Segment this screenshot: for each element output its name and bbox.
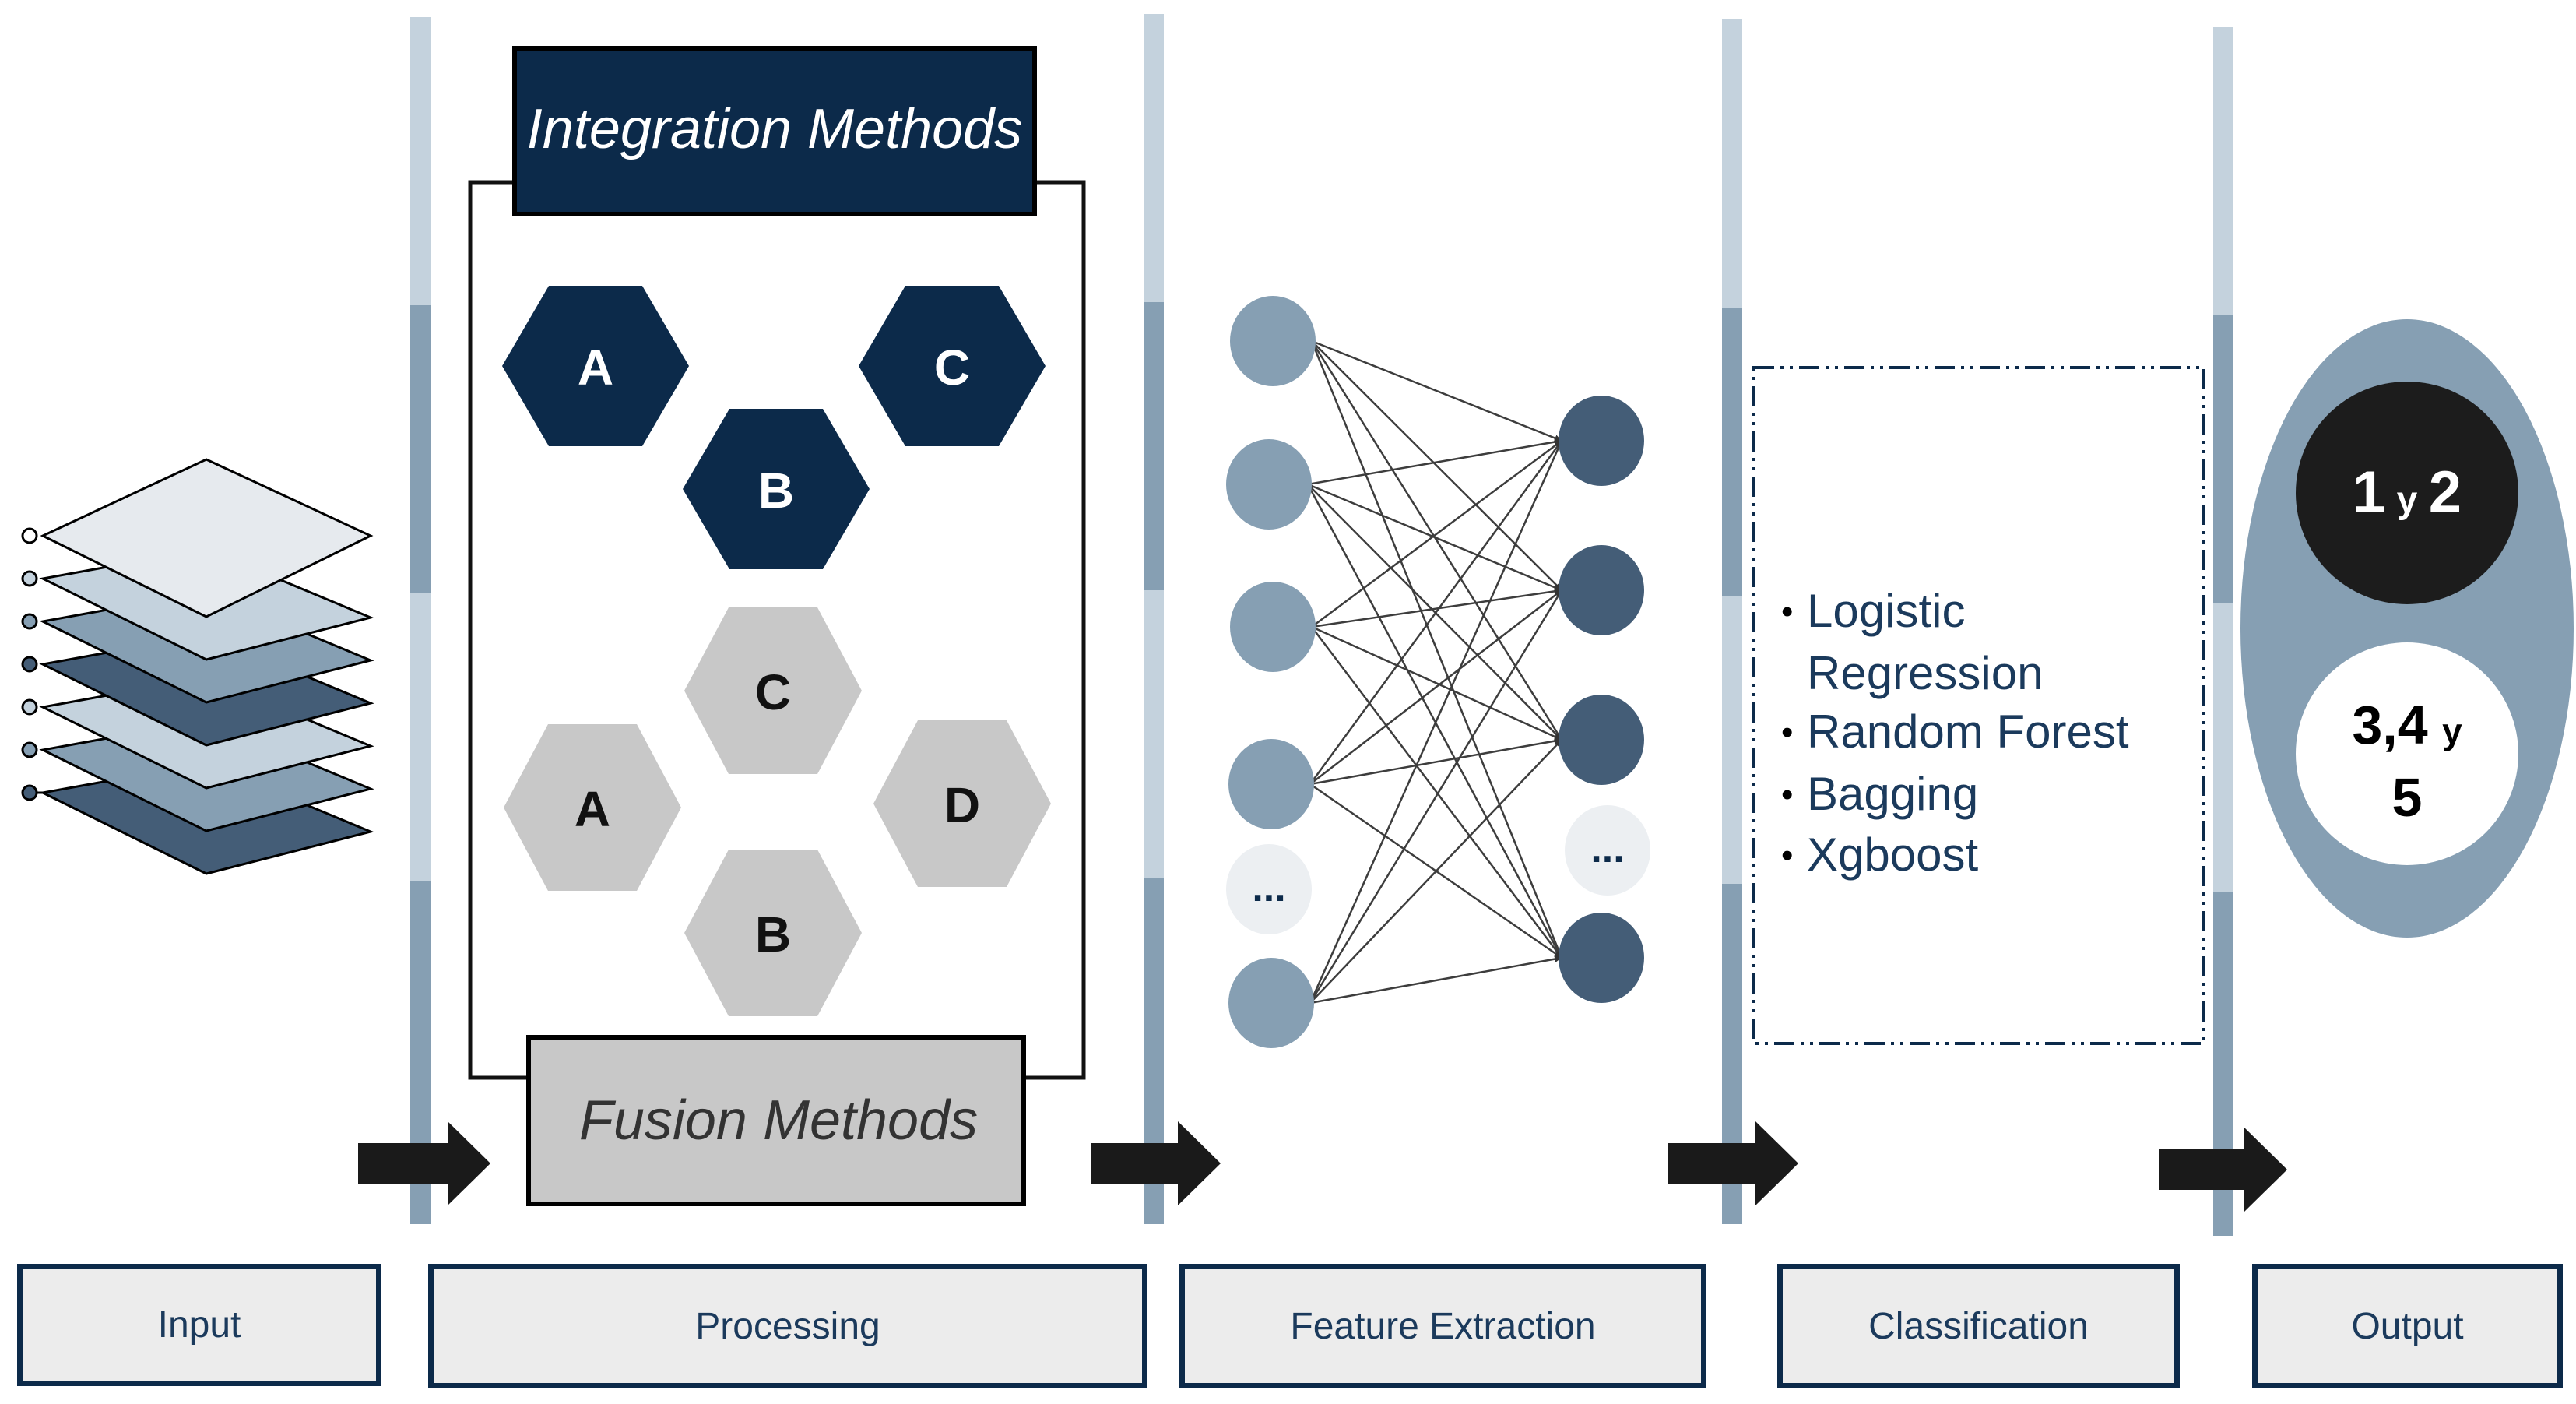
classifier-item: Xgboost <box>1807 829 1978 881</box>
stage-classification: Classification <box>1777 1264 2180 1388</box>
stage-processing-label: Processing <box>695 1305 880 1347</box>
stage-feature-extraction-label: Feature Extraction <box>1290 1305 1596 1347</box>
arrow-right-icon <box>358 1121 490 1205</box>
data-layer <box>21 458 374 618</box>
stage-input-label: Input <box>157 1304 241 1346</box>
fusion-hex-d: D <box>873 720 1051 887</box>
separator-bar-3 <box>1722 19 1742 1224</box>
stage-processing: Processing <box>428 1264 1147 1388</box>
hidden-node-ellipsis <box>1565 805 1650 896</box>
hidden-node <box>1559 396 1644 486</box>
output-group: 1 y 2 3,4 y 5 <box>2240 319 2574 938</box>
classification-box <box>1752 366 2205 1045</box>
output-class-bottom <box>2296 642 2518 865</box>
fusion-hex-b: B <box>684 850 862 1016</box>
separator-bar-2 <box>1144 14 1164 1224</box>
svg-text:C: C <box>934 340 970 396</box>
fusion-hex-c: C <box>684 607 862 774</box>
stage-classification-label: Classification <box>1868 1305 2089 1347</box>
arrow-right-icon <box>1091 1121 1221 1205</box>
svg-text:B: B <box>755 906 791 962</box>
input-data-layers <box>21 458 374 875</box>
stage-feature-extraction: Feature Extraction <box>1179 1264 1706 1388</box>
svg-text:...: ... <box>1590 826 1624 871</box>
hidden-node <box>1559 545 1644 635</box>
network-connections <box>1306 340 1563 1005</box>
hidden-nodes: ... <box>1559 396 1650 1003</box>
input-node <box>1228 958 1314 1048</box>
svg-text:A: A <box>578 340 613 396</box>
integration-methods-title: Integration Methods <box>527 98 1022 160</box>
fusion-methods-header: Fusion Methods <box>526 1035 1026 1206</box>
output-class-top-label: 1 y 2 <box>2353 459 2462 526</box>
separator-bar-4 <box>2213 27 2233 1236</box>
classifier-bullet: • <box>1781 836 1793 874</box>
input-node <box>1230 582 1316 672</box>
output-class-top <box>2296 382 2518 604</box>
classifier-bullet: • <box>1781 593 1793 631</box>
classifier-bullet: • <box>1781 713 1793 751</box>
classifier-item: Random Forest <box>1807 706 2129 758</box>
svg-text:A: A <box>575 781 610 837</box>
input-node-ellipsis <box>1226 844 1312 934</box>
fusion-hex-a: A <box>504 724 681 891</box>
input-node <box>1230 296 1316 386</box>
input-node <box>1228 739 1314 829</box>
svg-text:B: B <box>758 463 794 519</box>
integration-hex-c: C <box>859 286 1046 446</box>
stage-output: Output <box>2252 1264 2563 1388</box>
classifier-item: Logistic <box>1807 585 1965 637</box>
stage-input: Input <box>17 1264 381 1386</box>
stage-output-label: Output <box>2351 1305 2464 1347</box>
classifier-item-continuation: Regression <box>1807 647 2044 699</box>
separator-bar-1 <box>410 17 431 1224</box>
output-class-bottom-label-line2: 5 <box>2392 767 2423 828</box>
output-class-bottom-label: 3,4 y <box>2352 695 2462 755</box>
hidden-node <box>1559 913 1644 1003</box>
classifier-bullet: • <box>1781 776 1793 814</box>
fusion-methods-title: Fusion Methods <box>579 1089 978 1152</box>
arrow-right-icon <box>2159 1128 2287 1212</box>
input-node <box>1226 439 1312 530</box>
svg-text:D: D <box>944 777 980 833</box>
hidden-node <box>1559 695 1644 785</box>
integration-methods-header: Integration Methods <box>512 46 1037 216</box>
classifier-list: • Logistic Regression • Random Forest • … <box>1781 585 2129 881</box>
svg-text:C: C <box>755 664 791 720</box>
arrow-right-icon <box>1668 1121 1798 1205</box>
integration-hex-b: B <box>683 409 870 569</box>
integration-hex-a: A <box>502 286 689 446</box>
classifier-item: Bagging <box>1807 768 1978 820</box>
input-nodes: ... <box>1226 296 1316 1048</box>
svg-text:...: ... <box>1252 865 1285 910</box>
flow-arrows <box>358 1121 2287 1212</box>
